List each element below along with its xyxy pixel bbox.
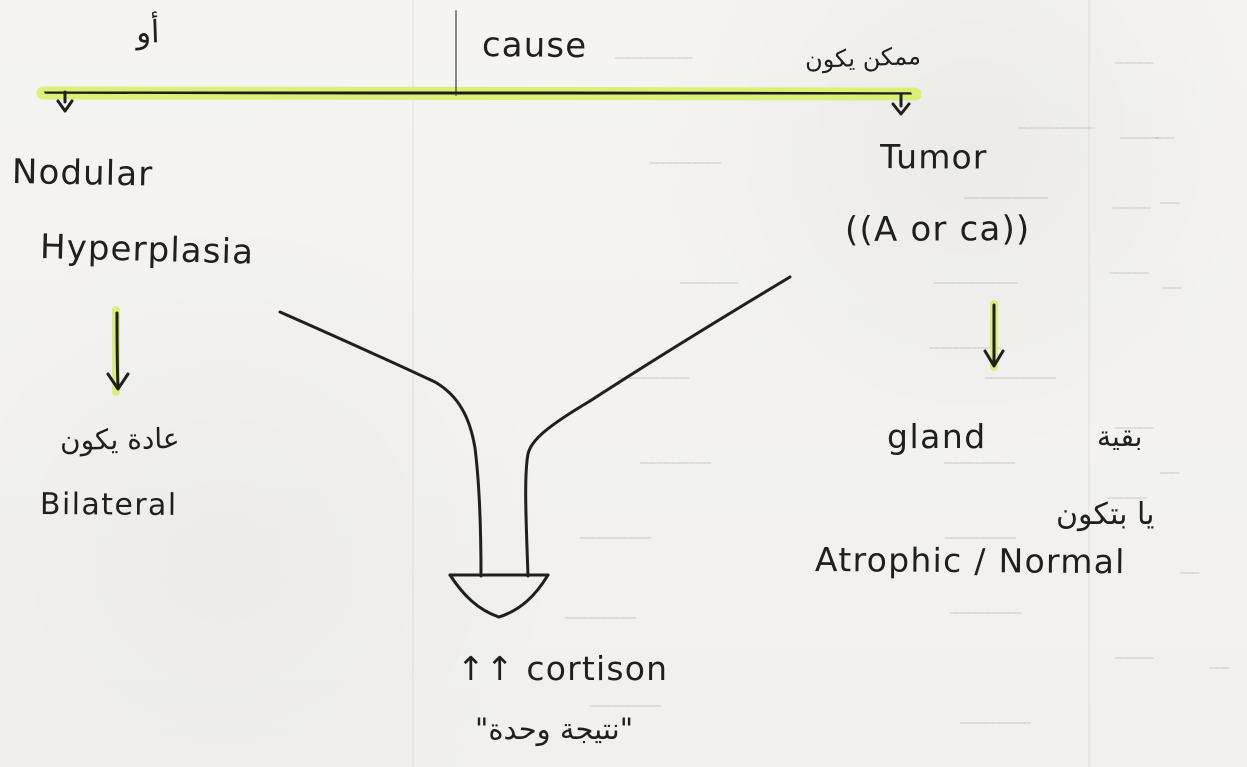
nodular-label: Nodular: [11, 152, 154, 195]
right-top-arrow-head: [891, 102, 911, 116]
left-down-arrow-stem: [115, 311, 120, 390]
arabic-result-label: "نتيجة وحدة": [475, 712, 634, 746]
tumor-label: Tumor: [879, 137, 988, 177]
arabic-remaining-label: بقية: [1097, 420, 1143, 453]
background-ghost-writing-8: ــــــــــــ: [1018, 110, 1096, 135]
atrophic-normal-label: Atrophic / Normal: [814, 540, 1126, 582]
background-ghost-writing-15: ـــــــــــ: [950, 595, 1021, 620]
top-branch-line: [44, 90, 912, 96]
background-ghost-writing-2: ــــــ: [1120, 120, 1159, 145]
background-ghost-writing-19: ـــــــــ: [680, 265, 739, 290]
background-ghost-writing-29: ـــ: [1180, 555, 1200, 580]
tumor-subtype-label: ((A or ca)): [844, 209, 1031, 250]
funnel-cup-left: [448, 573, 501, 619]
right-down-arrow-head: [983, 349, 1005, 368]
bilateral-label: Bilateral: [39, 487, 178, 523]
background-ghost-writing-10: ـــــــــــــ: [934, 265, 1018, 290]
background-ghost-writing-27: ـــ: [1162, 270, 1182, 295]
background-ghost-writing-22: ـــــــــــ: [580, 520, 651, 545]
background-ghost-writing-16: ـــــــــــ: [960, 705, 1031, 730]
background-ghost-writing-4: ــــــ: [1110, 255, 1149, 280]
background-ghost-writing-13: ـــــــــــ: [944, 445, 1015, 470]
cortisol-label: ↑↑ cortison: [457, 649, 669, 688]
background-ghost-writing-14: ـــــــــــ: [945, 520, 1016, 545]
page-fold-line-left: [412, 0, 414, 767]
background-ghost-writing-21: ـــــــــــ: [640, 445, 711, 470]
hyperplasia-label: Hyperplasia: [39, 227, 255, 273]
funnel-left-line: [278, 310, 483, 578]
left-top-arrow-head: [56, 99, 74, 113]
background-ghost-writing-30: ـــ: [1210, 650, 1230, 675]
background-ghost-writing-7: ــــــ: [1115, 640, 1154, 665]
background-ghost-writing-23: ـــــــــــ: [565, 600, 636, 625]
arabic-either-is-label: يا بتكون: [1056, 497, 1155, 532]
arabic-may-be-label: ممكن يكون: [804, 41, 922, 74]
background-ghost-writing-1: ــــــ: [1115, 45, 1154, 70]
page-fold-line-right: [1088, 0, 1090, 767]
arabic-or-label: أو: [135, 14, 161, 51]
funnel-cup-right: [497, 573, 550, 619]
cause-label: cause: [481, 25, 588, 67]
background-ghost-writing-26: ـــ: [1160, 185, 1180, 210]
background-ghost-writing-3: ــــــ: [1112, 190, 1151, 215]
gland-label: gland: [887, 417, 987, 456]
funnel-right-line: [524, 275, 792, 578]
background-ghost-writing-11: ـــــــــــ: [930, 330, 1001, 355]
background-ghost-writing-28: ـــ: [1160, 455, 1180, 480]
background-ghost-writing-25: ـــ: [1155, 120, 1175, 145]
background-ghost-writing-24: ـــــــــــ: [590, 688, 661, 713]
background-ghost-writing-6: ــــــ: [1108, 480, 1147, 505]
left-down-arrow-head: [106, 372, 130, 391]
background-ghost-writing-5: ــــــ: [1115, 410, 1154, 435]
background-ghost-writing-9: ـــــــــــــ: [964, 180, 1048, 205]
background-ghost-writing-18: ـــــــــــ: [650, 145, 721, 170]
background-ghost-writing-20: ـــــــــــ: [618, 360, 689, 385]
background-ghost-writing-17: ــــــــــــ: [615, 40, 693, 65]
arabic-usually-is-label: عادة يكون: [59, 421, 180, 457]
